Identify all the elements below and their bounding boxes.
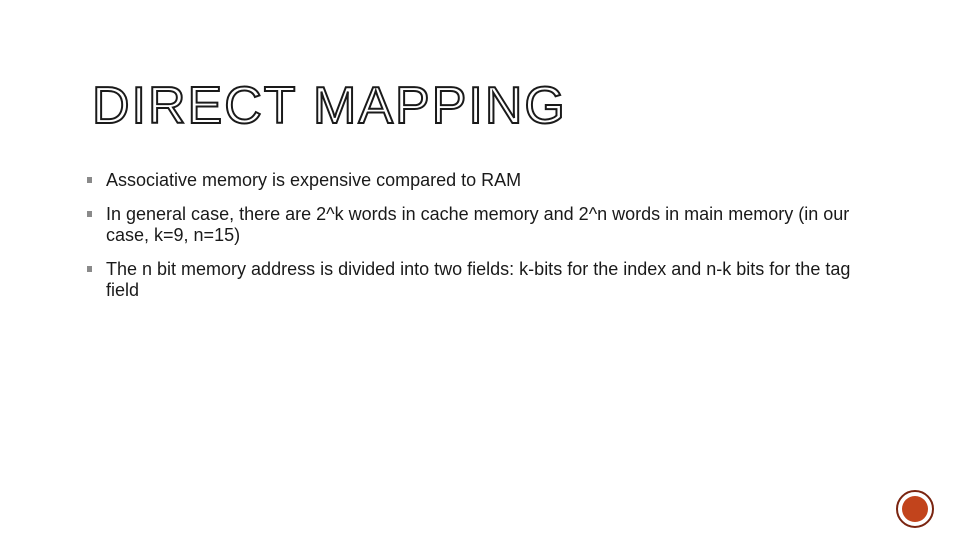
- bullet-item: The n bit memory address is divided into…: [87, 259, 887, 301]
- square-bullet-icon: [87, 266, 92, 272]
- square-bullet-icon: [87, 211, 92, 217]
- square-bullet-icon: [87, 177, 92, 183]
- bullet-text: In general case, there are 2^k words in …: [106, 204, 850, 245]
- circle-badge-fill: [902, 496, 928, 522]
- bullet-item: In general case, there are 2^k words in …: [87, 204, 887, 246]
- bullet-text: Associative memory is expensive compared…: [106, 170, 522, 190]
- circle-badge-icon[interactable]: [896, 490, 934, 528]
- slide-title: DIRECT MAPPING: [91, 76, 567, 136]
- bullet-item: Associative memory is expensive compared…: [87, 170, 887, 191]
- bullet-text: The n bit memory address is divided into…: [106, 259, 851, 300]
- bullet-list: Associative memory is expensive compared…: [87, 170, 887, 314]
